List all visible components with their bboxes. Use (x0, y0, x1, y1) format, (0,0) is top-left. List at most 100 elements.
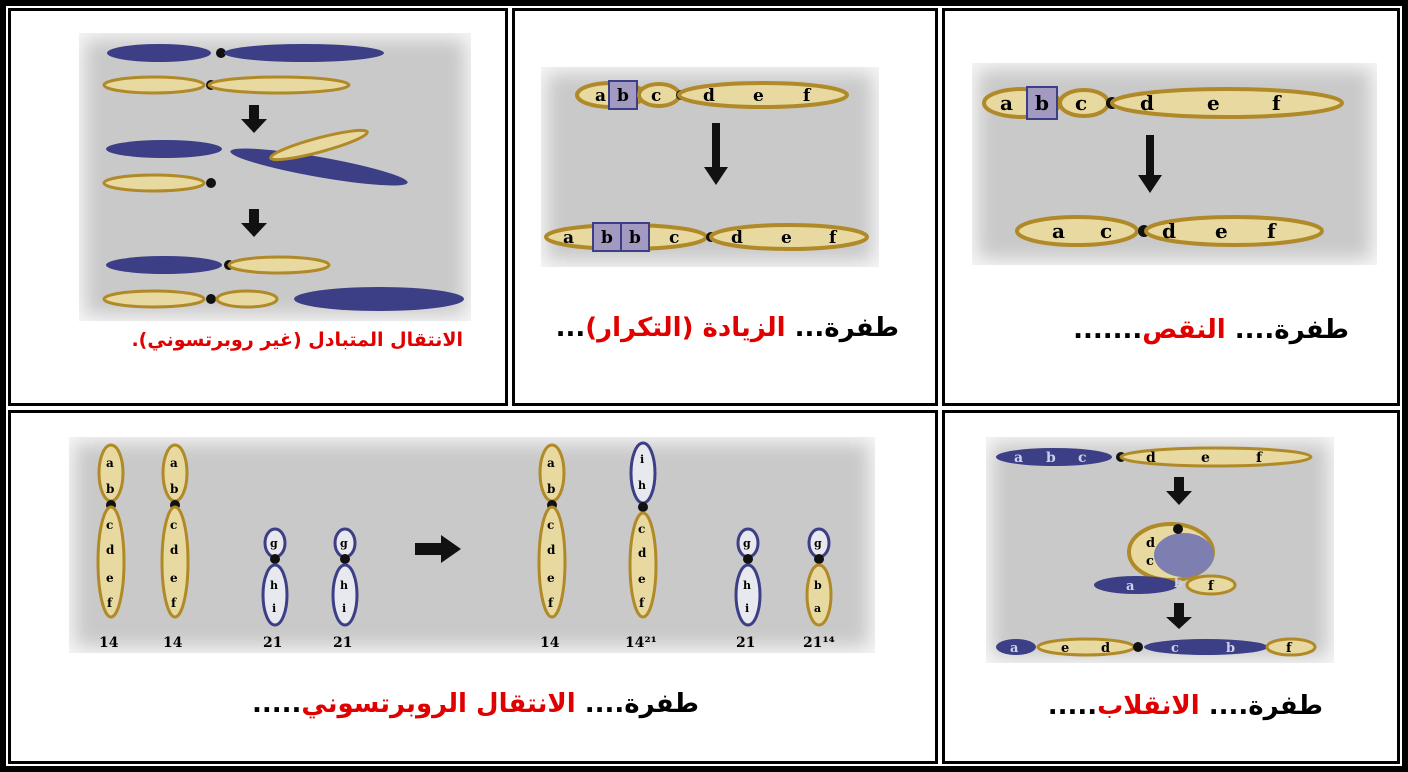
chromosome-label: h (638, 479, 646, 492)
duplication-bottom-chromosome: a b b c d e f (544, 222, 869, 252)
deletion-diagram: a b c d e f a c d e f (972, 63, 1377, 265)
deletion-bottom-label: d (1162, 219, 1176, 243)
caption-prefix: طفرة.... (1234, 315, 1349, 345)
duplication-diagram: a b c d e f a b b c d (541, 67, 879, 267)
arrow-down-icon (241, 209, 267, 237)
deletion-bottom-label: f (1267, 219, 1277, 243)
reciprocal-svg (102, 44, 464, 311)
inversion-loop-label: c (1146, 554, 1154, 569)
deletion-top-label: a (1000, 91, 1013, 115)
inversion-top-label: b (1046, 450, 1056, 466)
duplication-top-label: a (595, 86, 606, 106)
chromosome-14-a: a b c d e f 14 (96, 443, 126, 651)
chromosome-label: i (272, 602, 276, 615)
cell-duplication: a b c d e f a b b c d (512, 8, 938, 406)
caption-term: الانتقال الروبرتسوني (301, 689, 576, 719)
caption-prefix: طفرة... (794, 313, 899, 343)
chromosome-label: f (639, 596, 645, 610)
duplication-top-label: b (617, 86, 629, 106)
chromosome-21-result: g h i 21 (734, 527, 762, 651)
chromosome-label: c (638, 522, 645, 536)
inversion-caption: طفرة.... الانقلاب..... (1048, 691, 1323, 721)
chromosome-number: 21 (263, 635, 282, 651)
chromosome-label: e (638, 572, 646, 586)
inversion-loop-label: b (1174, 576, 1183, 591)
inversion-bottom-label: e (1061, 641, 1069, 656)
chromosome-number: 21¹⁴ (803, 635, 835, 651)
chromosome-number: 14²¹ (625, 635, 657, 651)
deletion-top-label: e (1207, 91, 1220, 115)
chromosome-label: h (340, 579, 348, 592)
reciprocal-diagram (79, 33, 471, 321)
duplication-bottom-label: b (601, 228, 613, 248)
inversion-top-chromosome: a b c d e f (996, 446, 1313, 468)
deletion-top-label: c (1075, 91, 1087, 115)
chromosome-label: c (106, 518, 113, 532)
inversion-svg: a b c d e f d c b a f (996, 446, 1317, 657)
chromosome-label: b (547, 482, 555, 496)
chromosome-label: a (170, 456, 178, 470)
arrow-down-icon (1166, 477, 1192, 505)
inversion-loop-label: f (1208, 579, 1215, 594)
inversion-bottom-label: c (1171, 641, 1179, 656)
chromosome-label: a (814, 602, 821, 615)
inversion-bottom-label: f (1286, 641, 1293, 656)
cell-deletion: a b c d e f a c d e f طفر (942, 8, 1400, 406)
deletion-top-chromosome: a b c d e f (982, 86, 1344, 120)
reciprocal-stage-2 (102, 128, 408, 193)
deletion-bottom-label: a (1052, 219, 1065, 243)
inversion-top-label: d (1146, 450, 1156, 466)
arrow-down-icon (704, 123, 728, 185)
arrow-down-icon (1166, 603, 1192, 629)
chromosome-label: b (106, 482, 114, 496)
inversion-loop-label: a (1126, 579, 1135, 594)
chromosome-label: a (106, 456, 114, 470)
duplication-top-label: c (651, 86, 661, 106)
duplication-top-label: e (753, 86, 764, 106)
chromosome-label: e (547, 571, 555, 585)
chromosome-label: g (270, 537, 278, 550)
chromosome-label: g (743, 537, 751, 550)
caption-term: النقص (1142, 315, 1226, 345)
deletion-bottom-label: c (1100, 219, 1112, 243)
reciprocal-stage-3 (102, 255, 464, 311)
chromosome-number: 14 (540, 635, 560, 651)
chromosome-label: c (547, 518, 554, 532)
reciprocal-stage-1 (102, 44, 384, 95)
chromosome-label: d (170, 543, 179, 557)
inversion-top-label: c (1078, 450, 1087, 466)
inversion-loop: d c b a f (1094, 522, 1237, 596)
chromosome-label: b (170, 482, 178, 496)
chromosome-number: 21 (333, 635, 352, 651)
chromosome-label: a (547, 456, 555, 470)
duplication-top-chromosome: a b c d e f (575, 80, 849, 110)
chromosome-label: d (638, 546, 647, 560)
caption-prefix: طفرة.... (1208, 691, 1323, 721)
duplication-bottom-label: d (731, 228, 743, 248)
deletion-caption: طفرة.... النقص....... (1073, 315, 1349, 345)
arrow-right-icon (415, 535, 461, 563)
chromosome-label: c (170, 518, 177, 532)
chromosome-21-a: g h i 21 (261, 527, 289, 651)
chromosome-label: f (107, 596, 113, 610)
chromosome-14-21-fused: i h c d e f 14²¹ (625, 441, 658, 651)
chromosome-21-14-fused: g b a 21¹⁴ (803, 527, 835, 651)
inversion-bottom-label: a (1010, 641, 1019, 656)
chromosome-label: h (743, 579, 751, 592)
robertsonian-svg: a b c d e f 14 a b c d e f 14 (96, 441, 835, 651)
chromosome-number: 21 (736, 635, 755, 651)
duplication-bottom-label: c (669, 228, 679, 248)
robertsonian-caption: طفرة.... الانتقال الروبرتسوني..... (252, 689, 699, 719)
caption-prefix: طفرة.... (584, 689, 699, 719)
inversion-loop-label: d (1146, 536, 1155, 551)
caption-suffix: . (131, 329, 139, 351)
chromosome-label: g (814, 537, 822, 550)
duplication-bottom-label: a (563, 228, 574, 248)
chromosome-label: i (342, 602, 346, 615)
robertsonian-diagram: a b c d e f 14 a b c d e f 14 (69, 437, 875, 653)
caption-suffix: ....... (1073, 315, 1143, 345)
arrow-down-icon (241, 105, 267, 133)
reciprocal-caption: الانتقال المتبادل (غير روبرتسوني). (131, 329, 463, 351)
cell-reciprocal: الانتقال المتبادل (غير روبرتسوني). (8, 8, 508, 406)
